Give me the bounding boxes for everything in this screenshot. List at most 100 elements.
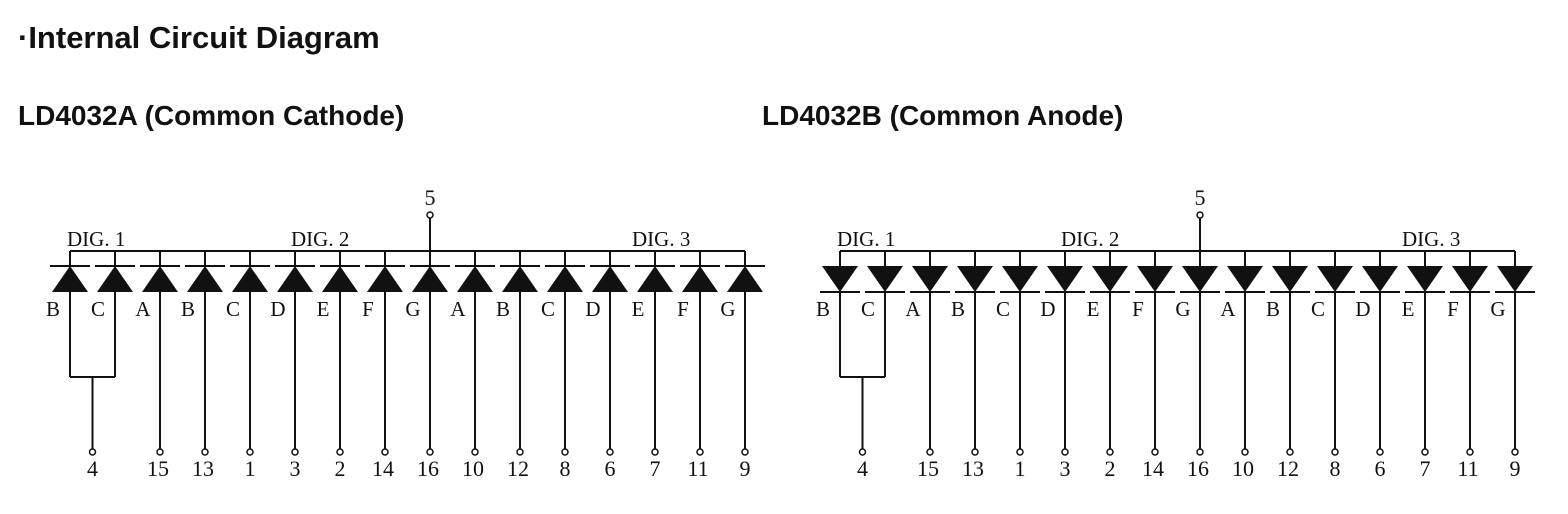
pin-terminal	[1421, 448, 1429, 456]
pin-terminal	[696, 448, 704, 456]
pin-number: 8	[1330, 456, 1341, 481]
digit-label: DIG. 1	[67, 227, 125, 251]
segment-label-a: A	[905, 297, 921, 321]
led-diode-symbol	[727, 266, 763, 292]
pin-terminal	[156, 448, 164, 456]
pin-terminal	[1196, 448, 1204, 456]
led-diode-symbol	[412, 266, 448, 292]
pin-terminal	[1376, 448, 1384, 456]
pin-number: 12	[1277, 456, 1299, 481]
led-diode-symbol	[502, 266, 538, 292]
segment-label-g: G	[405, 297, 420, 321]
segment-label-b: B	[496, 297, 510, 321]
segment-label-f: F	[677, 297, 689, 321]
segment-label-g: G	[720, 297, 735, 321]
segment-label-f: F	[1447, 297, 1459, 321]
segment-label-f: F	[1132, 297, 1144, 321]
pin-number: 3	[290, 456, 301, 481]
led-diode-symbol	[637, 266, 673, 292]
pin-terminal	[1106, 448, 1114, 456]
pin-terminal	[651, 448, 659, 456]
led-diode-symbol	[1227, 266, 1263, 292]
led-diode-symbol	[867, 266, 903, 292]
digit-label: DIG. 1	[837, 227, 895, 251]
pin-number: 11	[1457, 456, 1478, 481]
segment-label-c: C	[91, 297, 105, 321]
led-diode-symbol	[367, 266, 403, 292]
segment-label-f: F	[362, 297, 374, 321]
pin-terminal	[381, 448, 389, 456]
led-diode-symbol	[1182, 266, 1218, 292]
segment-label-e: E	[632, 297, 645, 321]
pin-terminal	[516, 448, 524, 456]
pin-terminal	[1061, 448, 1069, 456]
led-diode-symbol	[142, 266, 178, 292]
pin-terminal	[1286, 448, 1294, 456]
pin-terminal	[336, 448, 344, 456]
diagram-title-common-anode: LD4032B (Common Anode)	[762, 100, 1124, 131]
segment-label-b: B	[951, 297, 965, 321]
segment-label-d: D	[1355, 297, 1370, 321]
pin-terminal	[741, 448, 749, 456]
led-diode-symbol	[682, 266, 718, 292]
pin-terminal	[561, 448, 569, 456]
segment-label-b: B	[816, 297, 830, 321]
segment-label-c: C	[541, 297, 555, 321]
page-title: ·Internal Circuit Diagram	[18, 20, 380, 55]
pin-terminal	[926, 448, 934, 456]
pin-number: 15	[917, 456, 939, 481]
pin-terminal	[858, 448, 867, 456]
pin-terminal	[606, 448, 614, 456]
pin-number: 7	[650, 456, 661, 481]
segment-label-d: D	[1040, 297, 1055, 321]
segment-label-a: A	[135, 297, 151, 321]
digit-label: DIG. 2	[1061, 227, 1119, 251]
led-diode-symbol	[1362, 266, 1398, 292]
pin-terminal	[88, 448, 97, 456]
segment-label-d: D	[270, 297, 285, 321]
pin-terminal	[1016, 448, 1024, 456]
digit-label: DIG. 2	[291, 227, 349, 251]
segment-label-g: G	[1490, 297, 1505, 321]
pin-terminal	[1331, 448, 1339, 456]
segment-label-c: C	[1311, 297, 1325, 321]
pin-number: 13	[962, 456, 984, 481]
pin-terminal	[1151, 448, 1159, 456]
led-diode-symbol	[912, 266, 948, 292]
pin-number: 7	[1420, 456, 1431, 481]
pin-number: 12	[507, 456, 529, 481]
pin-number: 1	[245, 456, 256, 481]
digit-label: DIG. 3	[632, 227, 690, 251]
segment-label-c: C	[996, 297, 1010, 321]
led-diode-symbol	[1092, 266, 1128, 292]
segment-label-c: C	[226, 297, 240, 321]
led-diode-symbol	[97, 266, 133, 292]
segment-label-b: B	[1266, 297, 1280, 321]
led-diode-symbol	[187, 266, 223, 292]
pin-number: 4	[857, 456, 868, 481]
led-diode-symbol	[1317, 266, 1353, 292]
led-diode-symbol	[547, 266, 583, 292]
common-pin-terminal	[426, 211, 434, 219]
pin-number: 6	[605, 456, 616, 481]
led-diode-symbol	[957, 266, 993, 292]
pin-terminal	[471, 448, 479, 456]
led-diode-symbol	[1047, 266, 1083, 292]
segment-label-b: B	[181, 297, 195, 321]
pin-number: 10	[462, 456, 484, 481]
pin-terminal	[201, 448, 209, 456]
led-diode-symbol	[52, 266, 88, 292]
pin-number: 16	[417, 456, 439, 481]
pin-terminal	[1241, 448, 1249, 456]
led-diode-symbol	[1137, 266, 1173, 292]
pin-number: 10	[1232, 456, 1254, 481]
pin-number: 11	[687, 456, 708, 481]
pin-terminal	[1466, 448, 1474, 456]
digit-label: DIG. 3	[1402, 227, 1460, 251]
pin-number: 9	[1510, 456, 1521, 481]
pin-number: 6	[1375, 456, 1386, 481]
led-diode-symbol	[592, 266, 628, 292]
common-pin-number: 5	[1195, 185, 1206, 210]
pin-number: 2	[335, 456, 346, 481]
